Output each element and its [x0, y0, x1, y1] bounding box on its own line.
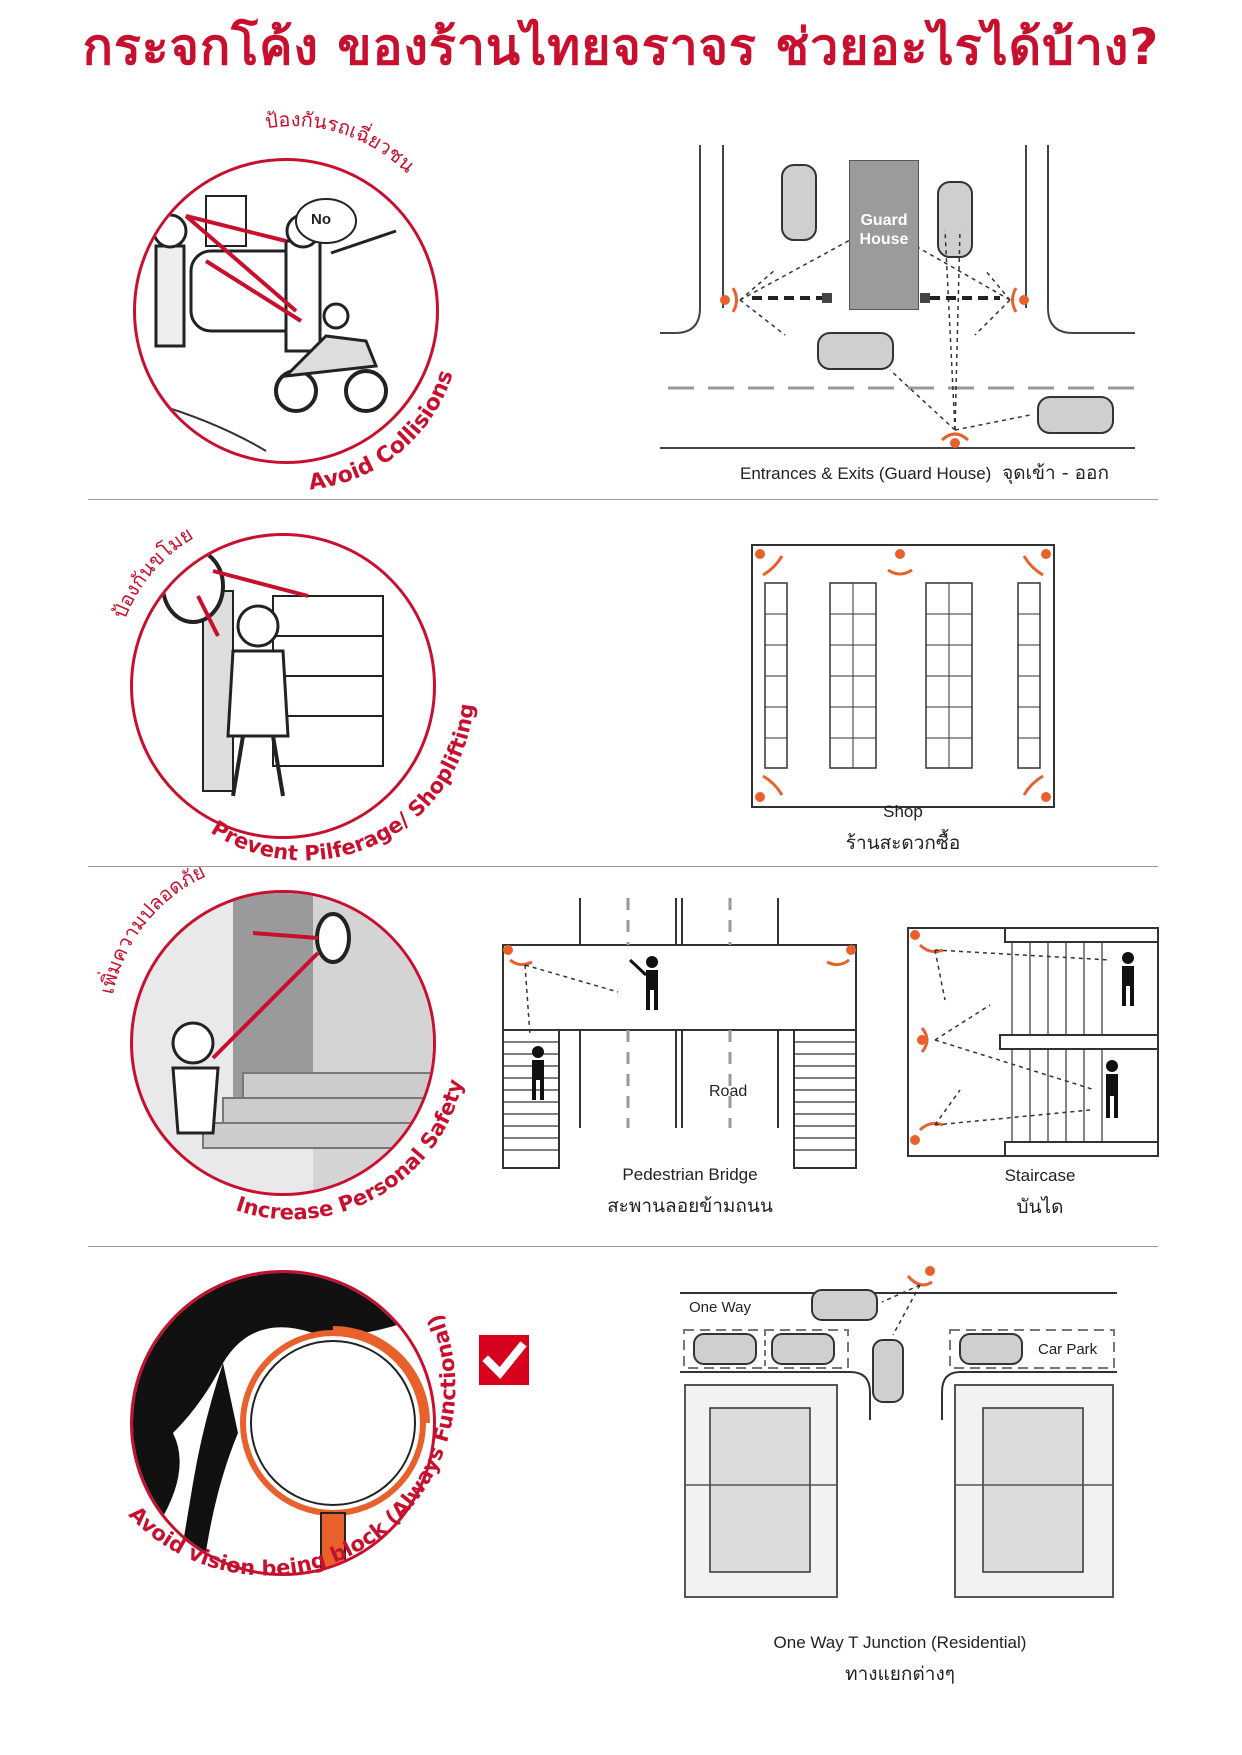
checkmark-icon [479, 1335, 529, 1385]
car-icon [959, 1333, 1023, 1365]
staircase-caption-en: Staircase [1004, 1166, 1076, 1185]
pedestrian-icon [1106, 1060, 1118, 1118]
avoid-collisions-illustration: No [133, 158, 439, 464]
page-title: กระจกโค้ง ของร้านไทยจราจร ช่วยอะไรได้บ้า… [82, 18, 1160, 76]
mirror-icon [1019, 295, 1029, 305]
section-divider [88, 499, 1158, 500]
entrances-caption: Entrances & Exits (Guard House) จุดเข้า … [740, 458, 1160, 488]
mirror-icon [950, 438, 960, 448]
section-divider [88, 866, 1158, 867]
road-label: Road [709, 1083, 748, 1100]
pedestrian-icon [628, 956, 658, 1010]
bridge-caption-th: สะพานลอยข้ามถนน [607, 1195, 773, 1217]
car-park-label: Car Park [1038, 1341, 1098, 1358]
entrances-caption-th: จุดเข้า - ออก [1002, 462, 1109, 484]
car-icon [811, 1289, 878, 1321]
mirror-icon [720, 295, 730, 305]
shop-caption-en: Shop [883, 802, 923, 821]
section-divider [88, 1246, 1158, 1247]
always-functional-illustration [130, 1270, 436, 1576]
pedestrian-icon [532, 1046, 544, 1100]
entrances-caption-en: Entrances & Exits (Guard House) [740, 464, 992, 483]
car-icon [872, 1339, 904, 1403]
bridge-caption-en: Pedestrian Bridge [622, 1165, 758, 1184]
car-icon [817, 332, 894, 370]
car-icon [781, 164, 817, 241]
car-icon [1037, 396, 1114, 434]
car-icon [693, 1333, 757, 1365]
shop-caption-th: ร้านสะดวกซื้อ [845, 832, 961, 854]
car-icon [771, 1333, 835, 1365]
guard-house-box: Guard House [849, 160, 919, 310]
shoplifting-illustration [130, 533, 436, 839]
junction-caption-th: ทางแยกต่างๆ [845, 1663, 955, 1685]
junction-caption-en: One Way T Junction (Residential) [773, 1633, 1027, 1652]
staircase-caption-th: บันได [1016, 1196, 1064, 1218]
personal-safety-illustration [130, 890, 436, 1196]
one-way-label: One Way [689, 1299, 751, 1316]
tree-and-mirror-drawing [133, 1273, 433, 1573]
shoplifting-scene-drawing [161, 548, 384, 797]
collision-scene-drawing [145, 195, 397, 452]
scene-no-sign: No [311, 211, 331, 228]
guard-house-label: Guard House [859, 212, 909, 248]
pedestrian-icon [1122, 952, 1134, 1006]
car-icon [937, 181, 973, 258]
personal-safety-scene-drawing [171, 893, 433, 1193]
